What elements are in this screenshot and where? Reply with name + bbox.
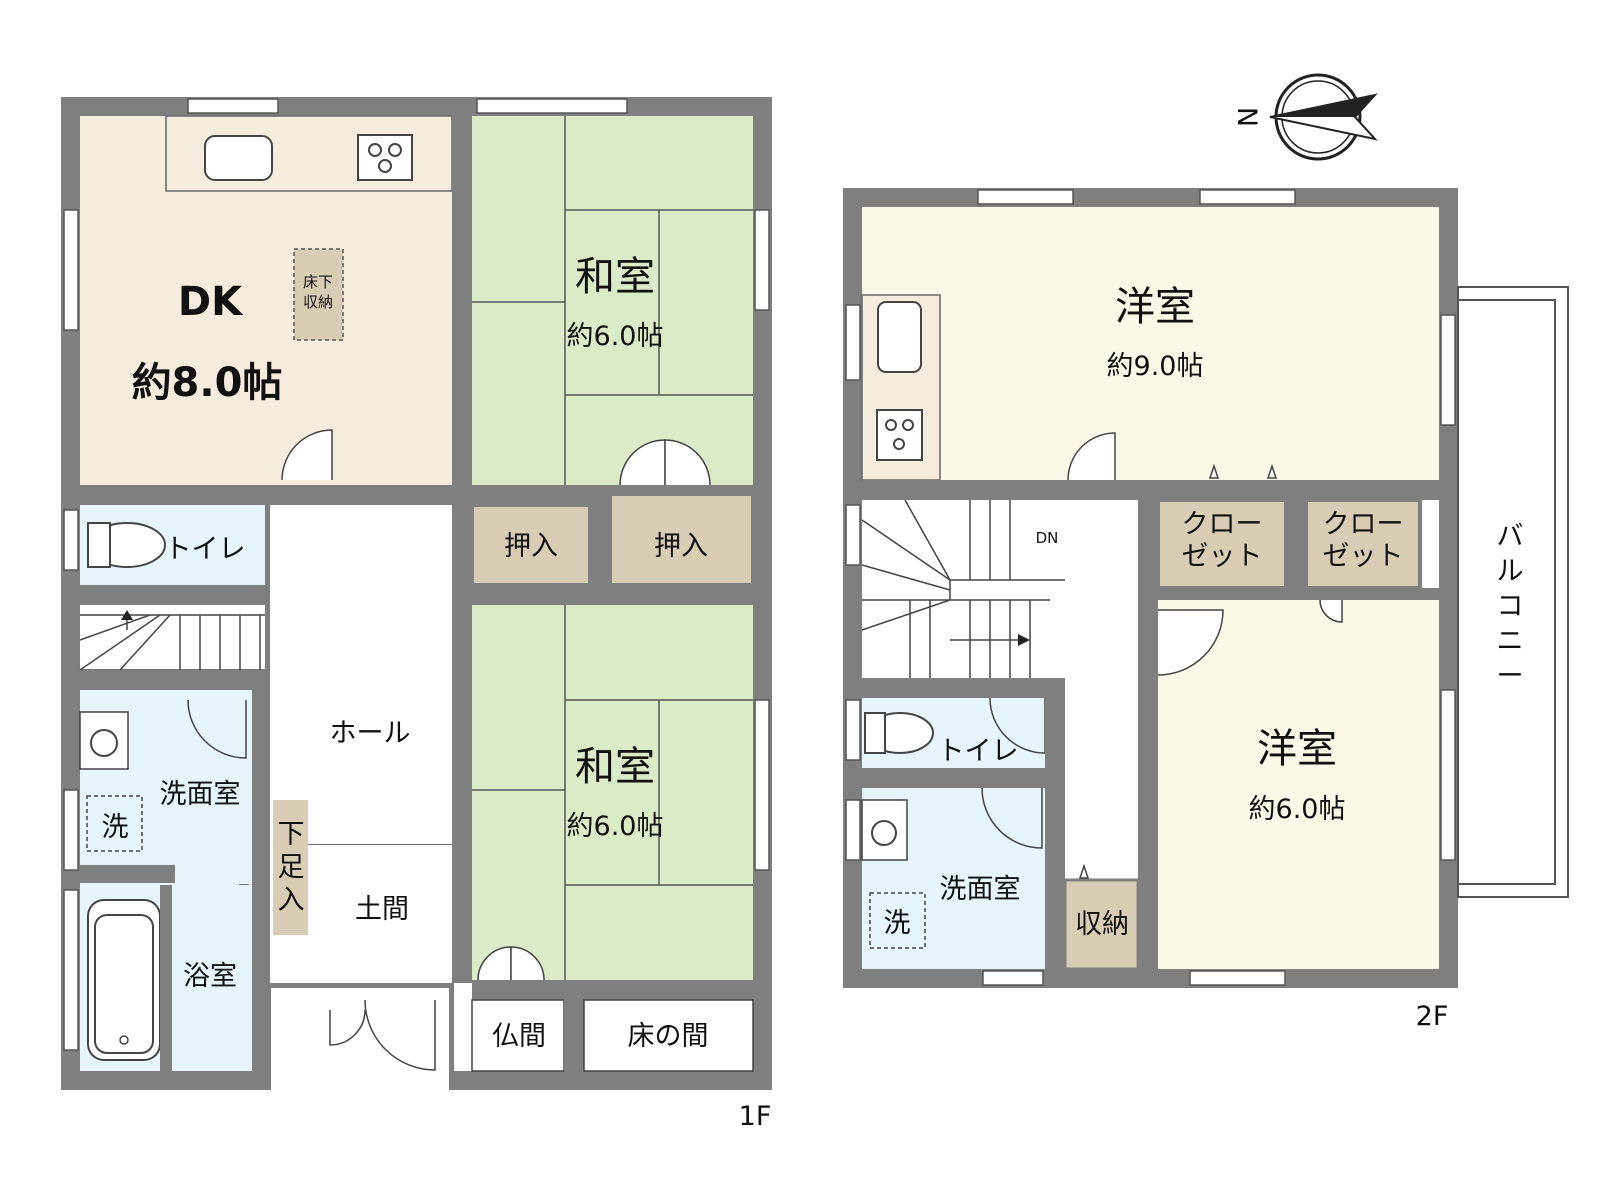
- washer-1f-label: 洗: [102, 812, 129, 843]
- butsuma-label: 仏間: [492, 1021, 546, 1052]
- stairs-2f: [862, 500, 1065, 678]
- washroom-2f-label: 洗面室: [940, 874, 1021, 905]
- dk-size: 約8.0帖: [132, 360, 283, 406]
- washitsu-lower-size: 約6.0帖: [567, 811, 664, 842]
- closet-1-line2: ゼット: [1182, 541, 1263, 572]
- stove-icon: [357, 134, 413, 181]
- closet-2-line2: ゼット: [1323, 541, 1404, 572]
- toilet-1f-label: トイレ: [165, 534, 246, 565]
- tokonoma-label: 床の間: [628, 1021, 709, 1052]
- western-6-size: 約6.0帖: [1249, 794, 1346, 825]
- stairs-down-label: DN: [1036, 529, 1059, 547]
- western-9-size: 約9.0帖: [1107, 351, 1204, 382]
- washbasin-2f-icon: [861, 799, 908, 861]
- toilet-2f-label: トイレ: [938, 736, 1019, 767]
- compass-north: N: [1231, 107, 1262, 127]
- storage-2f: [1063, 878, 1140, 971]
- oshiire-2-label: 押入: [654, 531, 708, 562]
- hall-label: ホール: [330, 718, 411, 749]
- washitsu-upper-size: 約6.0帖: [567, 321, 664, 352]
- closet-1-line1: クロー: [1182, 509, 1263, 540]
- shoe-storage: [273, 800, 308, 935]
- washroom-1f-label: 洗面室: [160, 779, 241, 810]
- western-6-name: 洋室: [1257, 726, 1337, 772]
- sink-icon: [204, 135, 273, 181]
- oshiire-2: [608, 492, 755, 587]
- stairs-1f: [80, 605, 270, 670]
- washer-2f-label: 洗: [884, 908, 911, 939]
- balcony-ch2: ル: [1497, 556, 1524, 587]
- corridor-2f: [1065, 500, 1138, 880]
- floor2-plan: 洋室 約9.0帖 DN: [843, 188, 1569, 1032]
- floor1-label: 1F: [739, 1101, 772, 1132]
- washitsu-lower-name: 和室: [575, 744, 655, 790]
- compass-icon: N: [1231, 73, 1378, 161]
- butsuma: [471, 999, 565, 1072]
- tokonoma: [583, 999, 754, 1072]
- underfloor-storage: [293, 248, 344, 341]
- floor1-plan: 床下 収納 DK 約8.0帖 和室 約6.0帖 トイレ 収納 押入: [61, 97, 772, 1132]
- closet-2-line1: クロー: [1323, 509, 1404, 540]
- underfloor-storage-line2: 収納: [303, 293, 333, 311]
- shoe-storage-ch2: 足: [278, 852, 305, 883]
- washitsu-lower-room: [472, 605, 753, 980]
- balcony-ch5: ー: [1497, 661, 1524, 692]
- washer-1f: [86, 795, 143, 852]
- underfloor-storage-line1: 床下: [303, 273, 333, 291]
- washbasin-1f-icon: [79, 711, 129, 770]
- dk-name: DK: [178, 279, 244, 325]
- doma-label: 土間: [355, 894, 409, 925]
- western-6-room: [1158, 600, 1439, 969]
- western-9-room: [862, 207, 1439, 480]
- washer-2f: [869, 892, 926, 949]
- balcony-ch3: コ: [1497, 591, 1524, 622]
- washitsu-upper-room: [472, 116, 753, 485]
- balcony-ch1: バ: [1497, 521, 1524, 552]
- balcony-ch4: ニ: [1497, 626, 1524, 657]
- storage-2f-label: 収納: [1075, 909, 1129, 940]
- floor2-label: 2F: [1416, 1001, 1449, 1032]
- bathroom-label: 浴室: [183, 961, 237, 992]
- washitsu-upper-name: 和室: [575, 254, 655, 300]
- oshiire-1-label: 押入: [504, 531, 558, 562]
- shoe-storage-ch1: 下: [278, 819, 305, 850]
- shoe-storage-ch3: 入: [278, 885, 305, 916]
- western-9-name: 洋室: [1115, 284, 1195, 330]
- doma: [308, 845, 452, 983]
- sink-2f-icon: [877, 301, 922, 373]
- stove-2f-icon: [876, 409, 923, 461]
